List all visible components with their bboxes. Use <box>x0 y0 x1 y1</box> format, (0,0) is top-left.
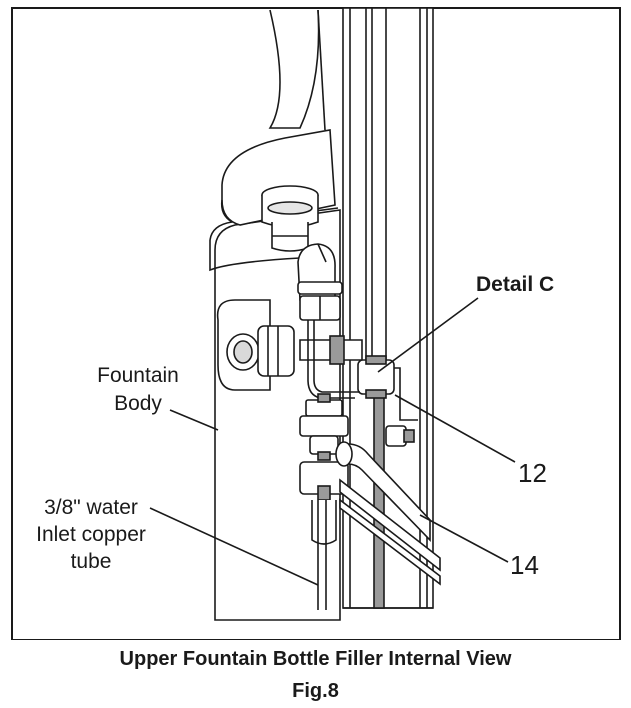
label-detail-c: Detail C <box>476 273 555 296</box>
leader-fountain-body <box>169 409 219 431</box>
tee-fitting-detail-c <box>299 335 418 447</box>
label-inlet-tube-line3: tube <box>70 550 112 573</box>
leader-part-14 <box>419 514 509 563</box>
figure-title: Upper Fountain Bottle Filler Internal Vi… <box>119 648 512 670</box>
label-inlet-tube-line1: 3/8" water <box>44 496 138 519</box>
technical-illustration <box>11 7 621 640</box>
label-inlet-tube-line2: Inlet copper <box>36 523 146 546</box>
valve-and-tubing <box>299 320 441 610</box>
figure-number: Fig.8 <box>292 680 339 702</box>
label-fountain-body-line1: Fountain <box>97 364 179 387</box>
leader-part-12 <box>394 394 516 463</box>
label-part-14: 14 <box>510 550 539 580</box>
leader-lines <box>149 297 516 586</box>
label-part-12: 12 <box>518 458 547 488</box>
label-fountain-body-line2: Body <box>114 392 162 415</box>
leader-detail-c <box>377 297 479 373</box>
bottle-filler-nozzle <box>261 185 343 321</box>
leader-inlet-tube <box>149 507 319 586</box>
